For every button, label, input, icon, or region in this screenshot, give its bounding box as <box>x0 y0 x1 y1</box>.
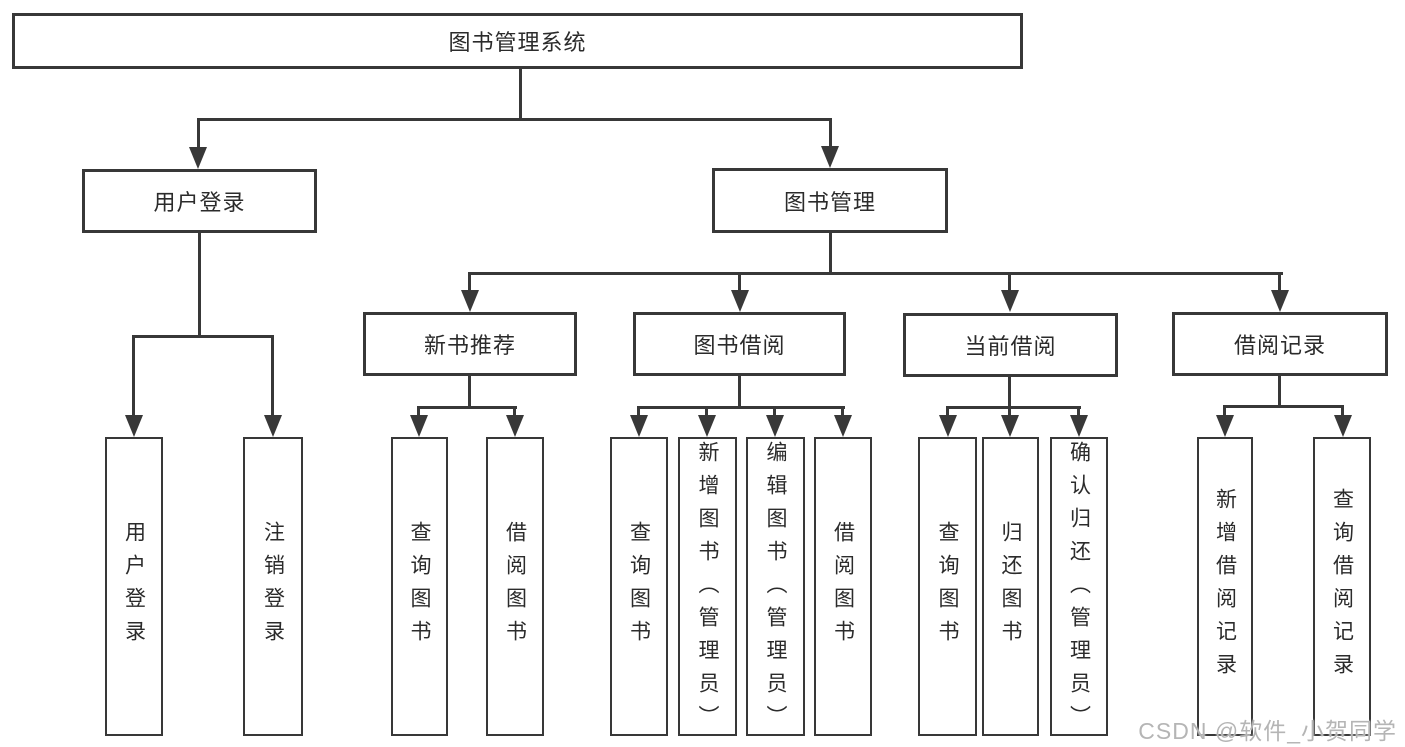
node-label: 借阅记录 <box>1233 333 1326 358</box>
arrow-down-icon <box>410 415 428 437</box>
leaf-return-books: 归还图书 <box>982 437 1039 736</box>
connector-line <box>132 335 274 338</box>
connector-line <box>1278 272 1281 292</box>
connector-line <box>468 272 471 292</box>
connector-line <box>1223 405 1344 408</box>
leaf-label: 查询图书 <box>408 520 431 653</box>
connector-line <box>1278 376 1281 405</box>
leaf-add-borrow-record: 新增借阅记录 <box>1197 437 1253 736</box>
leaf-add-book-admin: 新增图书（管理员） <box>678 437 737 738</box>
connector-line <box>1008 272 1011 292</box>
arrow-down-icon <box>1070 415 1088 437</box>
arrow-down-icon <box>1334 415 1352 437</box>
node-new-book-recommend: 新书推荐 <box>363 312 577 376</box>
leaf-user-login: 用户登录 <box>105 437 163 736</box>
connector-line <box>829 233 832 272</box>
connector-line <box>705 406 708 416</box>
connector-line <box>1341 405 1344 416</box>
leaf-label: 确认归还（管理员） <box>1067 440 1091 738</box>
leaf-confirm-return-admin: 确认归还（管理员） <box>1050 437 1108 738</box>
connector-line <box>829 118 832 147</box>
connector-line <box>637 406 640 416</box>
connector-line <box>417 406 420 416</box>
connector-line <box>637 406 845 409</box>
connector-line <box>417 406 517 409</box>
leaf-query-books-borrowing: 查询图书 <box>610 437 668 736</box>
leaf-label: 新增图书（管理员） <box>696 440 719 738</box>
arrow-down-icon <box>766 415 784 437</box>
connector-line <box>197 118 200 149</box>
leaf-label: 编辑图书（管理员） <box>764 440 787 738</box>
arrow-down-icon <box>1216 415 1234 437</box>
node-book-management: 图书管理 <box>712 168 948 233</box>
arrow-down-icon <box>1271 290 1289 312</box>
connector-line <box>197 118 832 121</box>
connector-line <box>1008 406 1011 416</box>
node-label: 新书推荐 <box>423 333 516 358</box>
connector-line <box>1223 405 1226 416</box>
leaf-label: 查询图书 <box>627 520 651 653</box>
connector-line <box>946 406 1081 409</box>
arrow-down-icon <box>506 415 524 437</box>
leaf-query-borrow-record: 查询借阅记录 <box>1313 437 1371 736</box>
node-current-borrowing: 当前借阅 <box>903 313 1118 377</box>
node-label: 图书管理 <box>783 189 876 215</box>
leaf-borrow-books-recommend: 借阅图书 <box>486 437 544 736</box>
leaf-label: 用户登录 <box>122 520 146 653</box>
arrow-down-icon <box>731 290 749 312</box>
leaf-label: 注销登录 <box>261 520 285 653</box>
arrow-down-icon <box>698 415 716 437</box>
arrow-down-icon <box>461 290 479 312</box>
arrow-down-icon <box>939 415 957 437</box>
leaf-label: 借阅图书 <box>503 520 527 653</box>
connector-line <box>468 272 1283 275</box>
connector-line <box>1008 377 1011 406</box>
arrow-down-icon <box>821 146 839 168</box>
node-label: 图书借阅 <box>693 333 786 358</box>
connector-line <box>198 233 201 335</box>
leaf-logout: 注销登录 <box>243 437 303 736</box>
node-label: 用户登录 <box>153 190 246 215</box>
node-label: 图书管理系统 <box>448 30 587 55</box>
connector-line <box>468 376 471 406</box>
connector-line <box>513 406 516 416</box>
connector-line <box>1077 406 1080 416</box>
leaf-label: 查询图书 <box>936 520 959 653</box>
arrow-down-icon <box>1001 290 1019 312</box>
connector-line <box>738 376 741 406</box>
connector-line <box>773 406 776 416</box>
node-borrowing-records: 借阅记录 <box>1172 312 1388 376</box>
connector-line <box>132 335 135 417</box>
connector-line <box>519 69 522 118</box>
leaf-label: 查询借阅记录 <box>1330 487 1354 686</box>
node-label: 当前借阅 <box>964 334 1057 359</box>
connector-line <box>271 335 274 417</box>
node-library-system: 图书管理系统 <box>12 13 1023 69</box>
arrow-down-icon <box>189 147 207 169</box>
leaf-borrow-books-borrowing: 借阅图书 <box>814 437 872 736</box>
connector-line <box>946 406 949 416</box>
leaf-label: 借阅图书 <box>831 520 855 653</box>
arrow-down-icon <box>630 415 648 437</box>
arrow-down-icon <box>264 415 282 437</box>
leaf-query-books-recommend: 查询图书 <box>391 437 448 736</box>
arrow-down-icon <box>834 415 852 437</box>
arrow-down-icon <box>1001 415 1019 437</box>
connector-line <box>738 272 741 292</box>
leaf-edit-book-admin: 编辑图书（管理员） <box>746 437 805 738</box>
node-user-login: 用户登录 <box>82 169 317 233</box>
leaf-label: 归还图书 <box>999 520 1022 653</box>
connector-line <box>841 406 844 416</box>
csdn-watermark: CSDN @软件_小贺同学 <box>1138 718 1397 744</box>
node-book-borrowing: 图书借阅 <box>633 312 846 376</box>
arrow-down-icon <box>125 415 143 437</box>
leaf-query-books-current: 查询图书 <box>918 437 977 736</box>
leaf-label: 新增借阅记录 <box>1213 487 1237 686</box>
